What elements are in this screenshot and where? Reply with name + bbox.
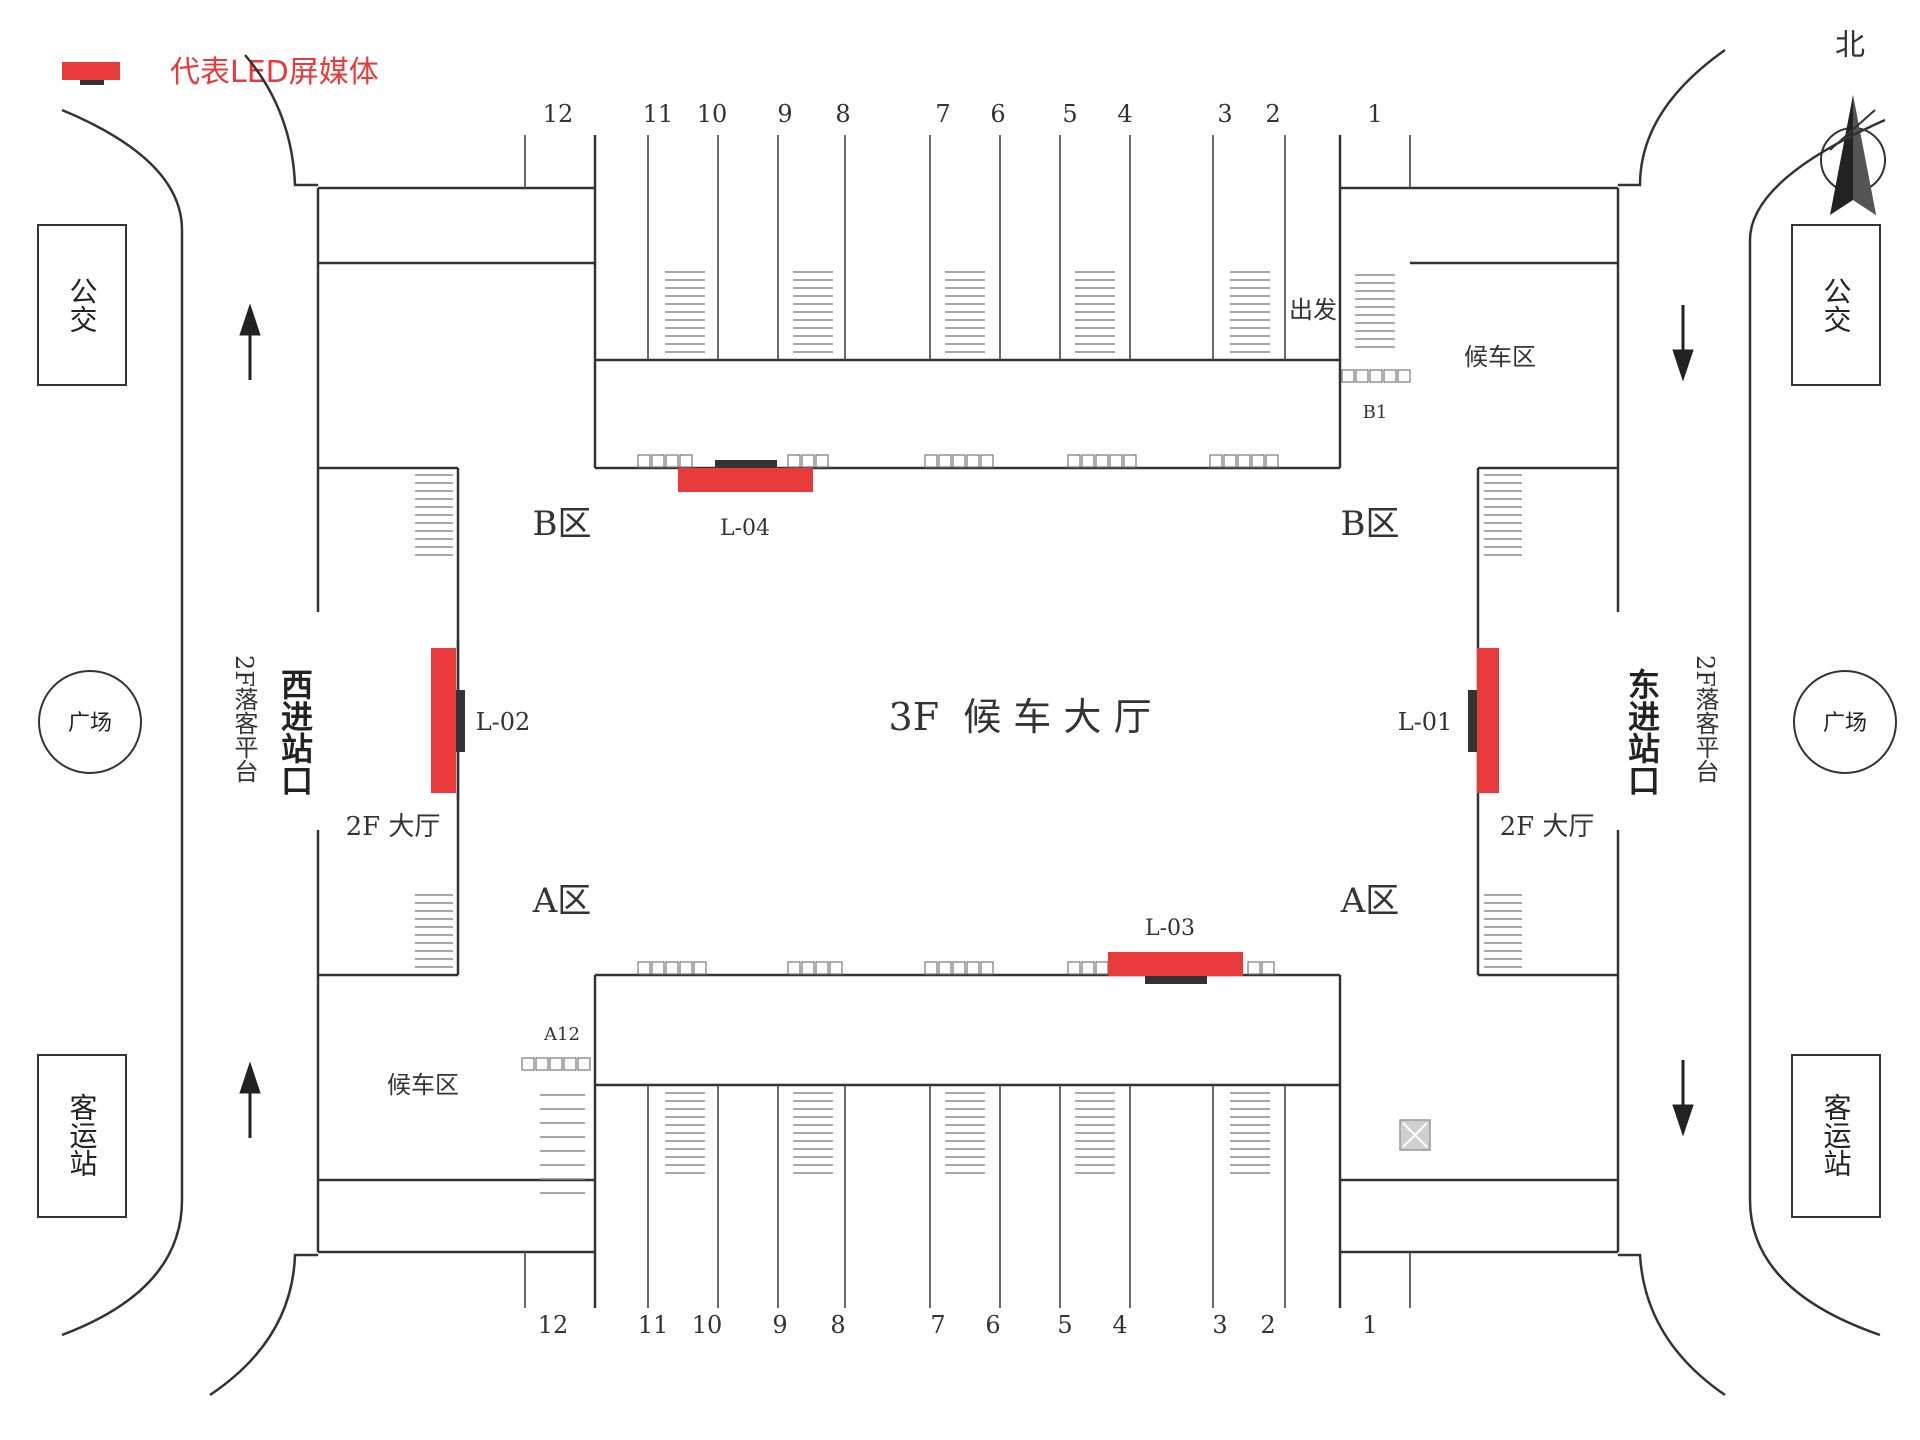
arrow-up-icon (239, 303, 261, 380)
legend: 代表LED屏媒体 (62, 55, 379, 90)
bus-stop-right-label: 公交 (1820, 277, 1853, 333)
platform-number: 7 (930, 1311, 945, 1339)
escalators-bottom (540, 1092, 1270, 1194)
led-screen-l01[interactable] (1468, 648, 1499, 793)
platform-number: 9 (772, 1311, 787, 1339)
platform-number: 10 (692, 1311, 723, 1339)
ticket-gates (521, 369, 1411, 1071)
platform-number: 9 (777, 100, 792, 128)
roads (61, 48, 1886, 1397)
departure-label: 出发 (1289, 296, 1337, 324)
square-left (38, 670, 142, 774)
legend-swatch-base (80, 80, 104, 85)
outside-right: 公交 广场 客运站 (1791, 224, 1897, 1218)
zone-a-right: A区 (1340, 881, 1400, 921)
platform-number: 12 (543, 100, 574, 128)
platform-numbers-bottom: 12 11 10 9 8 7 6 5 4 3 2 1 (538, 1311, 1378, 1339)
led-screen-l04[interactable] (678, 460, 813, 492)
building-walls (316, 135, 1620, 1308)
platform-number: 6 (990, 100, 1005, 128)
screen-label-l04: L-04 (720, 516, 770, 541)
platform-number: 1 (1367, 100, 1382, 128)
west-platform-label: 2F落客平台 (230, 655, 258, 783)
waiting-area-sw-label: 候车区 (387, 1071, 459, 1099)
platform-lines-top (647, 135, 1286, 360)
square-right-label: 广场 (1823, 711, 1867, 736)
arrow-up-icon (239, 1061, 261, 1138)
platform-number: 2 (1265, 100, 1280, 128)
coach-station-left-label: 客运站 (66, 1093, 99, 1177)
screen-label-l01: L-01 (1398, 708, 1453, 736)
screen-label-l03: L-03 (1145, 916, 1195, 941)
legend-label: 代表LED屏媒体 (170, 55, 379, 90)
legend-swatch (62, 62, 120, 80)
platform-number: 6 (985, 1311, 1000, 1339)
north-arrow-icon: 北 (1820, 28, 1886, 215)
coach-station-right-label: 客运站 (1820, 1093, 1853, 1177)
outside-left: 公交 广场 客运站 (37, 224, 142, 1218)
platform-number: 2 (1260, 1311, 1275, 1339)
bus-stop-right (1791, 224, 1881, 386)
platform-number: 4 (1117, 100, 1132, 128)
square-right (1793, 670, 1897, 774)
zone-b-right: B区 (1341, 504, 1400, 544)
east-entrance-label: 东进站口 (1623, 667, 1661, 796)
west-entrance-label: 西进站口 (276, 668, 314, 796)
escalators-side (415, 474, 1522, 968)
platform-number: 4 (1112, 1311, 1127, 1339)
platform-numbers-top: 12 11 10 9 8 7 6 5 4 3 2 1 (543, 100, 1383, 128)
square-left-label: 广场 (68, 711, 112, 736)
platform-number: 11 (643, 100, 674, 128)
platform-number: 8 (835, 100, 850, 128)
platform-number: 3 (1212, 1311, 1227, 1339)
hall-title: 3F 候 车 大 厅 (889, 695, 1152, 739)
platform-number: 7 (935, 100, 950, 128)
compass-label: 北 (1835, 28, 1865, 63)
zone-b-left: B区 (533, 504, 592, 544)
east-platform-label: 2F落客平台 (1691, 655, 1719, 783)
arrow-down-icon (1672, 1060, 1694, 1137)
escalators-top (665, 271, 1395, 353)
zone-a-left: A区 (532, 881, 592, 921)
west-hall-label: 2F 大厅 (346, 812, 441, 842)
platform-number: 8 (830, 1311, 845, 1339)
arrow-down-icon (1672, 305, 1694, 382)
platform-number: 3 (1217, 100, 1232, 128)
gate-a12-label: A12 (543, 1024, 580, 1045)
elevator-icon (1399, 1119, 1431, 1151)
platform-number: 11 (638, 1311, 669, 1339)
platform-number: 12 (538, 1311, 569, 1339)
waiting-area-ne-label: 候车区 (1464, 343, 1536, 371)
bus-stop-left-label: 公交 (66, 277, 99, 333)
coach-station-right (1791, 1054, 1881, 1218)
screen-label-l02: L-02 (476, 708, 531, 736)
platform-lines-bottom (647, 1085, 1286, 1308)
east-hall-label: 2F 大厅 (1500, 812, 1595, 842)
led-screen-l03[interactable] (1108, 952, 1243, 984)
traffic-arrows (239, 303, 1694, 1138)
bus-stop-left (37, 224, 127, 386)
platform-number: 5 (1057, 1311, 1072, 1339)
platform-number: 10 (697, 100, 728, 128)
platform-number: 1 (1362, 1311, 1377, 1339)
led-screen-l02[interactable] (431, 648, 465, 793)
gate-b1-label: B1 (1363, 402, 1388, 423)
coach-station-left (37, 1054, 127, 1218)
platform-number: 5 (1062, 100, 1077, 128)
